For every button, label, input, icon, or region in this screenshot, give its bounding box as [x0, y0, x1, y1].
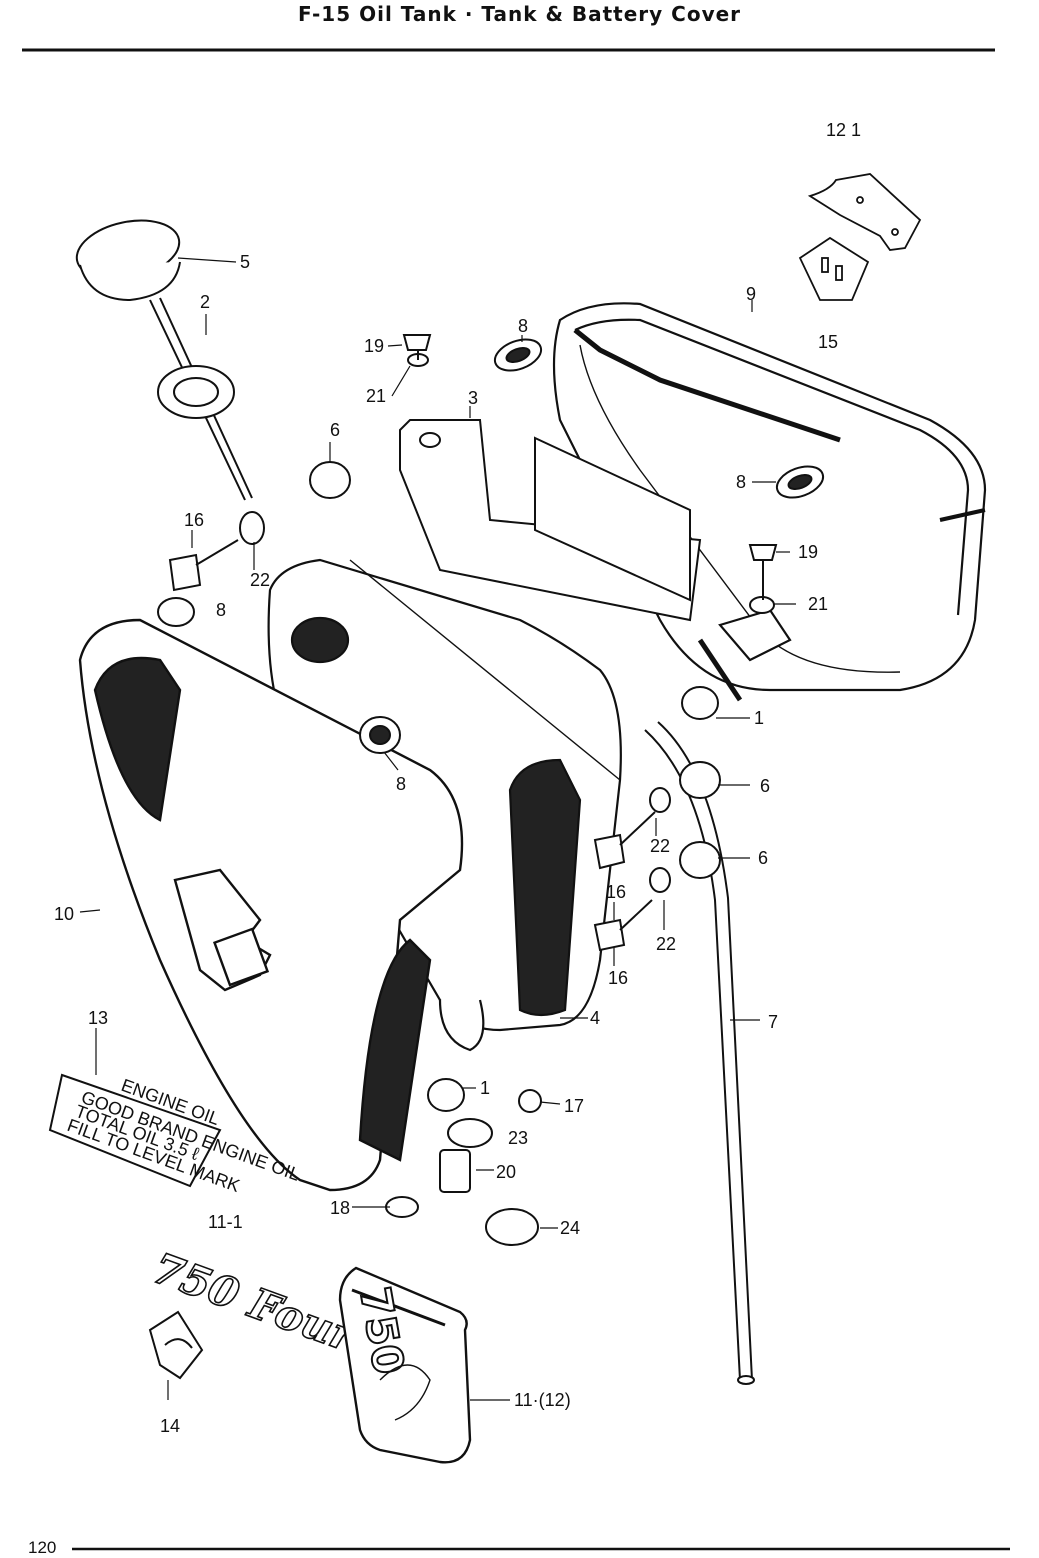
grommet: [427, 1078, 465, 1112]
callout-19: 19: [798, 542, 818, 562]
grommet: [679, 761, 721, 799]
washer: [649, 787, 671, 813]
callout-1: 1: [754, 708, 764, 728]
grommet: [309, 461, 351, 499]
mounting-bracket-part: [399, 419, 702, 622]
callout-11-1: 11-1: [208, 1212, 243, 1232]
callout-19: 19: [364, 336, 384, 356]
callout-15: 15: [818, 332, 838, 352]
drain-bolt: [439, 1149, 471, 1193]
callout-6: 6: [758, 848, 768, 868]
callout-5: 5: [240, 252, 250, 272]
leader-lines: [79, 257, 796, 1401]
dipstick-cap-part: [75, 219, 253, 501]
callout-2: 2: [200, 292, 210, 312]
callout-labels: 12 1 5 2 9 15 8 19 21 3 6 8 16 22 19 8 2…: [54, 120, 861, 1436]
callout-20: 20: [496, 1162, 516, 1182]
screw: [518, 1089, 542, 1113]
callout-8: 8: [216, 600, 226, 620]
callout-8: 8: [518, 316, 528, 336]
small-hardware: [157, 334, 825, 1246]
page-title: F-15 Oil Tank · Tank & Battery Cover: [297, 2, 742, 26]
callout-13: 13: [88, 1008, 108, 1028]
callout-1: 1: [480, 1078, 490, 1098]
750-emblem-part: 750: [338, 1266, 472, 1464]
callout-16: 16: [608, 968, 628, 988]
washer: [239, 511, 265, 545]
callout-3: 3: [468, 388, 478, 408]
page-number: 120: [28, 1538, 57, 1557]
callout-23: 23: [508, 1128, 528, 1148]
callout-22: 22: [650, 836, 670, 856]
battery-bracket-part: [798, 173, 922, 301]
grommet: [679, 841, 721, 879]
callout-6: 6: [760, 776, 770, 796]
callout-12-1: 12 1: [826, 120, 861, 140]
callout-24: 24: [560, 1218, 580, 1238]
tank-cover-part: [78, 618, 464, 1192]
grommet: [681, 686, 719, 720]
washer: [649, 867, 671, 893]
callout-4: 4: [590, 1008, 600, 1028]
washer: [385, 1196, 419, 1218]
callout-6: 6: [330, 420, 340, 440]
callout-22: 22: [250, 570, 270, 590]
wing-badge-part: [148, 1310, 204, 1380]
washer: [447, 1118, 493, 1148]
callout-21: 21: [366, 386, 386, 406]
callout-21: 21: [808, 594, 828, 614]
callout-8: 8: [736, 472, 746, 492]
callout-16: 16: [606, 882, 626, 902]
callout-17: 17: [564, 1096, 584, 1116]
callout-9: 9: [746, 284, 756, 304]
callout-18: 18: [330, 1198, 350, 1218]
breather-hose-part: [644, 721, 755, 1385]
callout-16: 16: [184, 510, 204, 530]
callout-22: 22: [656, 934, 676, 954]
callout-7: 7: [768, 1012, 778, 1032]
callout-8: 8: [396, 774, 406, 794]
callout-10: 10: [54, 904, 74, 924]
callout-14: 14: [160, 1416, 180, 1436]
washer: [485, 1208, 539, 1246]
grommet: [157, 597, 195, 627]
callout-11-12: 11·(12): [514, 1390, 571, 1410]
